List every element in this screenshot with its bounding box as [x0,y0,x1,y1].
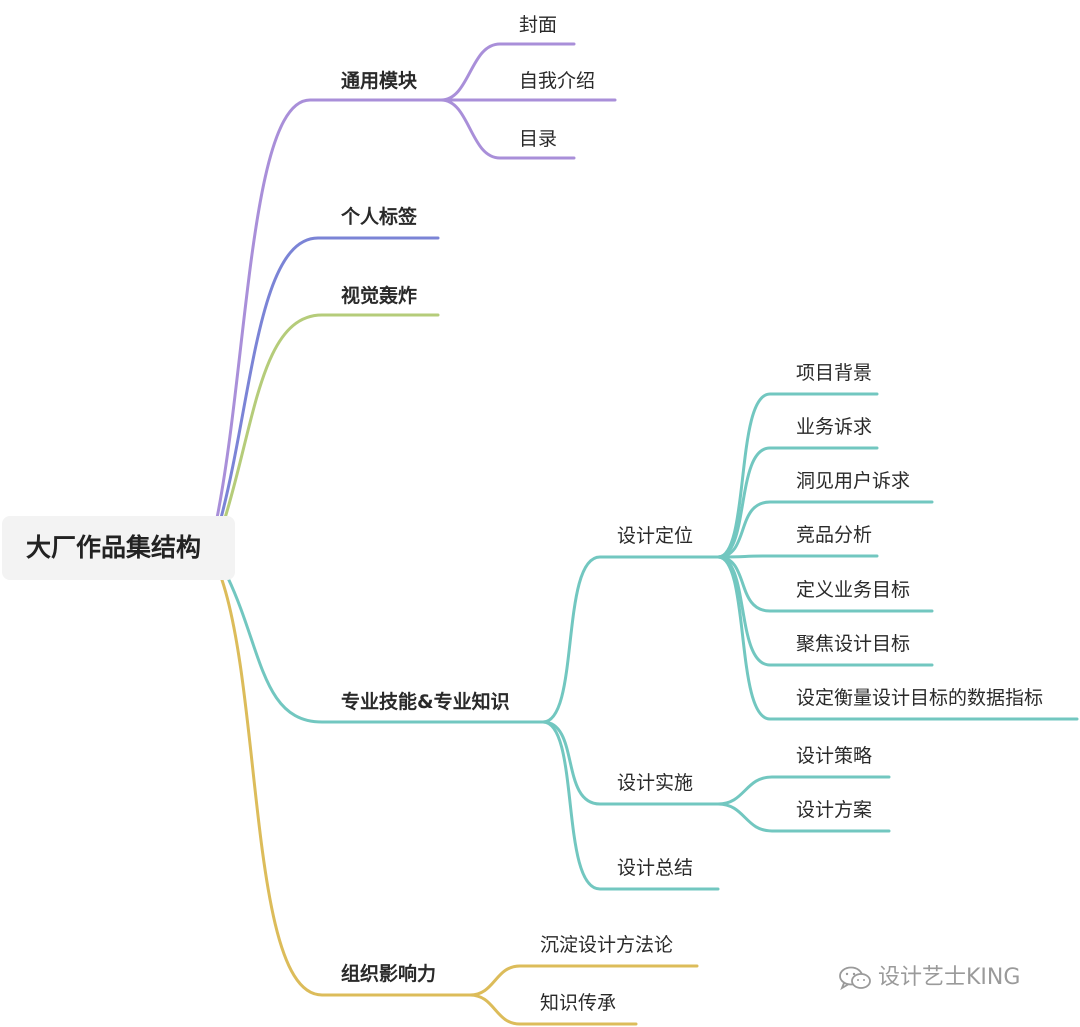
connector-toc [439,98,576,160]
leaf-strategy[interactable]: 设计策略 [796,745,873,767]
connector-pos-2 [716,446,879,559]
leaf-metrics[interactable]: 设定衡量设计目标的数据指标 [796,687,1044,709]
connector-visual [223,313,440,520]
branch-general-label[interactable]: 通用模块 [341,70,418,92]
node-implementation-label[interactable]: 设计实施 [617,772,694,794]
leaf-user-insight[interactable]: 洞见用户诉求 [796,470,911,492]
connector-pos-3 [716,500,934,559]
branch-visual-label[interactable]: 视觉轰炸 [341,285,418,307]
connector-positioning [541,555,720,724]
root-label: 大厂作品集结构 [26,533,202,562]
connector-tags [219,236,440,520]
node-summary-label[interactable]: 设计总结 [617,857,694,879]
leaf-business-demand[interactable]: 业务诉求 [796,416,873,438]
connector-general [215,98,443,520]
leaf-design-goal[interactable]: 聚焦设计目标 [796,633,911,655]
leaf-toc[interactable]: 目录 [519,128,558,150]
leaf-methodology[interactable]: 沉淀设计方法论 [540,934,674,956]
leaf-competitor-analysis[interactable]: 竞品分析 [796,524,873,546]
node-positioning-label[interactable]: 设计定位 [617,525,694,547]
connector-knowledge [468,993,638,1026]
connector-implementation [541,720,720,806]
leaf-cover[interactable]: 封面 [519,14,558,36]
leaf-solution[interactable]: 设计方案 [796,799,873,821]
connector-pos-1 [716,392,879,559]
root-node[interactable] [2,516,235,580]
branch-skills-label[interactable]: 专业技能&专业知识 [341,691,510,713]
watermark-text: 设计艺士KING [878,965,1021,990]
branch-tags-label[interactable]: 个人标签 [341,206,418,228]
connector-cover [439,42,576,102]
leaf-knowledge-transfer[interactable]: 知识传承 [540,992,617,1014]
leaf-project-background[interactable]: 项目背景 [796,362,873,384]
connector-methodology [468,964,699,997]
connector-pos-4 [716,554,879,559]
connector-influence [220,578,472,997]
branch-influence-label[interactable]: 组织影响力 [341,963,437,985]
wechat-icon [839,966,871,991]
connector-summary [541,720,720,891]
connector-impl-2 [716,802,891,833]
connector-impl-1 [716,775,891,806]
connector-skills [226,576,545,724]
leaf-business-goal[interactable]: 定义业务目标 [796,579,911,601]
watermark: 设计艺士KING [838,963,1020,993]
connector-pos-7 [716,555,1079,721]
leaf-self-intro[interactable]: 自我介绍 [519,70,596,92]
